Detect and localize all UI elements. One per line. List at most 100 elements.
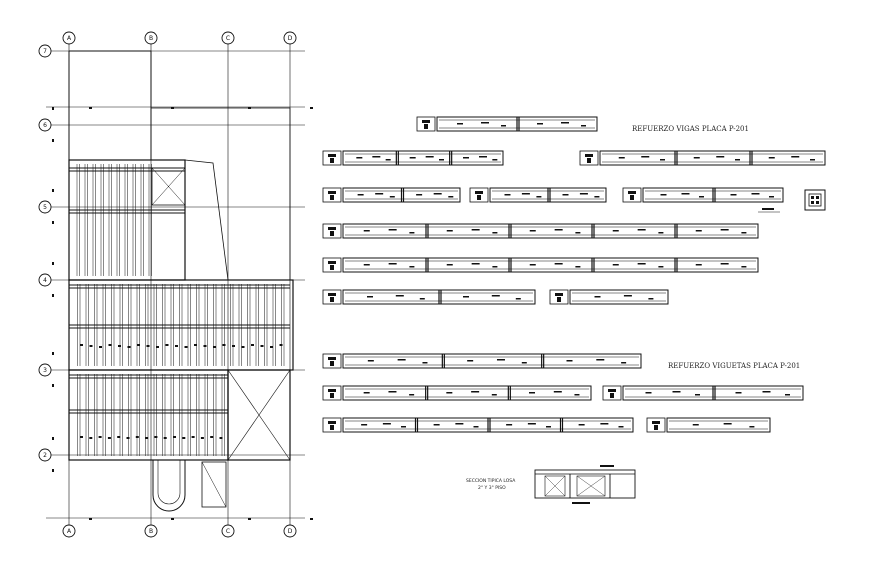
- joist-d2-mark: [409, 394, 415, 396]
- joist-d4-mark: [527, 423, 536, 425]
- beam-v4-mark: [357, 194, 364, 196]
- joist-d4-section: [322, 417, 342, 433]
- joist-d2-mark: [491, 394, 497, 396]
- rebar-mark: [260, 345, 264, 347]
- beam-v1-section: [416, 116, 436, 132]
- column-bar: [816, 201, 819, 204]
- beam-v3-mark: [693, 157, 700, 159]
- column-outline: [804, 189, 826, 211]
- rebar-mark: [191, 436, 195, 438]
- axis-bubble-bottom-c: [221, 524, 235, 538]
- beam-v7-mark: [409, 232, 415, 234]
- beam-v10-mark: [648, 298, 654, 300]
- beam-v3-section-fill: [587, 158, 591, 163]
- joist-d1-mark: [397, 359, 406, 361]
- axis-bubble-top-b-label: B: [149, 35, 153, 42]
- rebar-mark: [107, 437, 111, 439]
- beam-v10-mark: [623, 295, 632, 297]
- beam-v4-mark: [375, 193, 384, 195]
- beam-v3-mark: [791, 156, 800, 158]
- joist-d1-mark: [496, 359, 505, 361]
- joist-d2-section-fill: [330, 393, 334, 398]
- axis-mark: [52, 189, 54, 192]
- column-stirrup: [808, 193, 822, 207]
- beam-v9-section-fill: [330, 297, 334, 302]
- slab-section-outline: [534, 469, 636, 499]
- axis-mark: [52, 262, 54, 265]
- rebar-mark: [89, 345, 93, 347]
- beam-v1-section-fill: [424, 124, 428, 129]
- dim-mark: [310, 107, 313, 109]
- joist-d4-mark: [401, 426, 406, 428]
- beam-v8-body: [342, 257, 759, 273]
- beam-v7-mark: [612, 230, 619, 232]
- beam-v2-mark: [356, 157, 363, 159]
- beam-v9-section: [322, 289, 342, 305]
- rebar-mark: [98, 436, 102, 438]
- joist-d3-section: [602, 385, 622, 401]
- joist-d4-mark: [600, 423, 609, 425]
- wall-outline: [151, 107, 291, 280]
- axis-bubble-bottom-c-label: C: [226, 528, 230, 535]
- joist-d1-mark: [596, 359, 605, 361]
- stair-void: [227, 369, 291, 461]
- beam-v6-mark: [660, 194, 667, 196]
- beam-v8-mark: [409, 266, 415, 268]
- beam-v3-mark: [768, 157, 775, 159]
- beam-v8-mark: [720, 263, 729, 265]
- axis-bubble-row-7-label: 7: [43, 48, 47, 55]
- column-section-detail: [758, 189, 826, 213]
- dim-mark: [310, 518, 313, 520]
- column-bar: [811, 196, 814, 199]
- beam-v9-mark: [367, 296, 373, 298]
- beam-v4-mark: [416, 194, 423, 196]
- beam-v1-mark: [561, 122, 569, 124]
- beam-v8-mark: [741, 266, 747, 268]
- joist-d5-section-fill: [654, 425, 658, 430]
- beam-v7-mark: [388, 229, 397, 231]
- beam-v3-section-fill: [585, 154, 593, 157]
- stair-diagonal: [201, 461, 227, 508]
- beam-v3-mark: [716, 156, 725, 158]
- beam-v2-section-fill: [328, 154, 336, 157]
- beam-v7-mark: [554, 229, 563, 231]
- axis-bubble-row-5-label: 5: [43, 204, 47, 211]
- hollow-block-x: [544, 475, 566, 497]
- joist-d3-mark: [672, 391, 681, 393]
- beam-v1-mark: [481, 122, 489, 124]
- joist-d2-mark: [553, 391, 562, 393]
- joist-d4-mark: [382, 423, 391, 425]
- axis-bubble-row-4: [38, 273, 52, 287]
- column-note: [762, 208, 774, 210]
- joist-d4-mark: [618, 426, 624, 428]
- beam-v8-mark: [554, 263, 563, 265]
- beam-v3-mark: [618, 157, 625, 159]
- beam-v9-section-fill: [328, 293, 336, 296]
- joist-d2-mark: [446, 392, 453, 394]
- axis-bubble-row-6-label: 6: [43, 122, 47, 129]
- beam-v4-section-fill: [328, 191, 336, 194]
- joist-d2-mark: [529, 392, 535, 394]
- joist-d5-body: [666, 417, 771, 433]
- rebar-mark: [182, 437, 186, 439]
- joist-d1-section: [322, 353, 342, 369]
- rebar-mark: [154, 436, 158, 438]
- beam-v5-mark: [504, 194, 511, 196]
- joist-d1-mark: [467, 360, 474, 362]
- beam-v9-mark: [491, 295, 500, 297]
- joist-d2-mark: [471, 391, 480, 393]
- joist-d1-section-fill: [330, 361, 334, 366]
- axis-mark: [52, 437, 54, 440]
- vigas-title: REFUERZO VIGAS PLACA P-201: [632, 125, 749, 133]
- rebar-mark: [145, 437, 149, 439]
- beam-v8-mark: [575, 266, 581, 268]
- beam-v5-mark: [594, 196, 600, 198]
- beam-v7-section-fill: [328, 227, 336, 230]
- rebar-mark: [118, 345, 121, 347]
- joist-d4-section-fill: [330, 425, 334, 430]
- beam-v7-mark: [575, 232, 581, 234]
- joist-d2-body: [342, 385, 592, 401]
- joist-d3-mark: [762, 391, 771, 393]
- joist-d5-mark: [723, 423, 732, 425]
- axis-mark: [52, 352, 54, 355]
